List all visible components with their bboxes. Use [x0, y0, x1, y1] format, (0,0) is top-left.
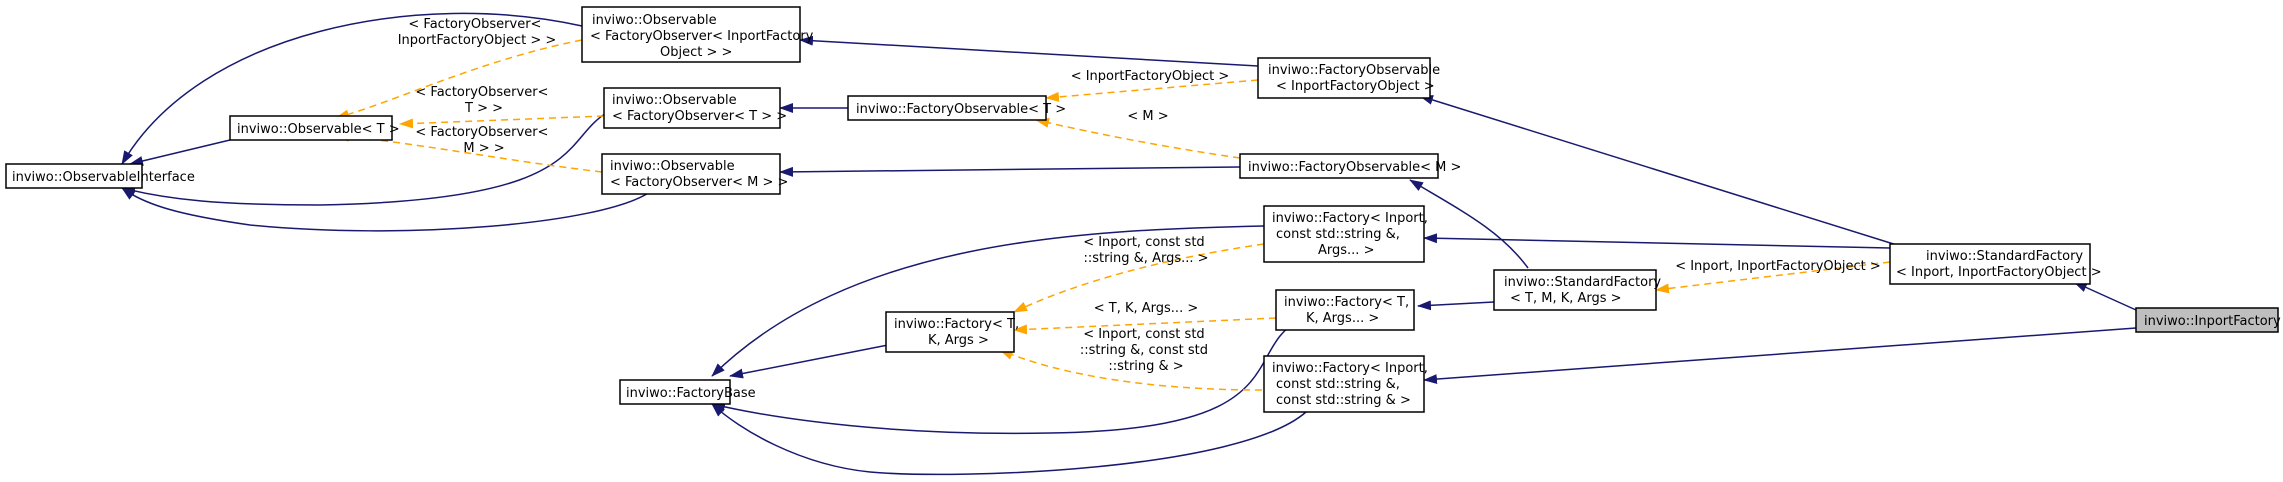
- node-standard-factory-inport[interactable]: inviwo::StandardFactory < Inport, Inport…: [1889, 243, 2102, 285]
- node-factory-observable-M[interactable]: inviwo::FactoryObservable< M >: [1239, 153, 1461, 179]
- node-observable-T[interactable]: inviwo::Observable< T >: [229, 115, 400, 141]
- svg-text:inviwo::Observable< T >: inviwo::Observable< T >: [237, 122, 400, 137]
- svg-text:inviwo::Factory< T, K,: inviwo::Factory< T, K, Args >: [894, 317, 1023, 348]
- edge-factory-TKArgs-to-factory-inport-args: [1013, 243, 1265, 313]
- node-factory-T-K-Args[interactable]: inviwo::Factory< T, K, Args >: [885, 311, 1023, 353]
- edge-inport-factory-to-factory-strings: [1423, 327, 2137, 385]
- edge-labels: < FactoryObserver< InportFactoryObject >…: [398, 17, 1881, 374]
- svg-text:inviwo::StandardFactory: inviwo::StandardFactory < Inport, Inport…: [1896, 249, 2102, 280]
- svg-text:inviwo::Factory< Inport,: inviwo::Factory< Inport, const std::stri…: [1272, 361, 1432, 408]
- edge-label-fo-M: < FactoryObserver< M > >: [415, 125, 552, 156]
- edge-fo-T-to-fo-M: [1035, 118, 1241, 159]
- edge-label-inport-strings: < Inport, const std ::string &, const st…: [1080, 327, 1212, 374]
- edge-observable-T-to-interface: [129, 139, 231, 166]
- svg-text:inviwo::FactoryBase: inviwo::FactoryBase: [626, 386, 756, 401]
- edge-observable-fo-T-to-interface: [121, 111, 609, 206]
- edge-observable-T-to-observable-inport: [335, 39, 583, 120]
- svg-text:inviwo::Factory< T, K,: inviwo::Factory< T, K, Args... >: [1284, 295, 1413, 326]
- edge-observable-T-to-observable-fo-T: [399, 115, 605, 129]
- edge-label-m: < M >: [1127, 109, 1168, 124]
- svg-text:inviwo::FactoryObservable< T >: inviwo::FactoryObservable< T >: [856, 102, 1066, 117]
- edges: [121, 12, 2137, 476]
- node-factory-inport-args[interactable]: inviwo::Factory< Inport, const std::stri…: [1263, 205, 1432, 263]
- edge-factory-inport-args-to-base: [711, 225, 1265, 377]
- edge-factory-strings-to-base: [711, 403, 1307, 476]
- svg-text:inviwo::Observable < F: inviwo::Observable < FactoryObserver< T …: [612, 93, 787, 124]
- svg-text:inviwo::Observable < F: inviwo::Observable < FactoryObserver< In…: [590, 13, 818, 60]
- edge-observable-inport-obj-to-interface: [121, 12, 583, 165]
- edge-label-inport-args: < Inport, const std ::string &, Args... …: [1083, 235, 1209, 266]
- edge-factory-TKArgs-to-factory-TK-dots: [1013, 317, 1277, 335]
- node-factory-base[interactable]: inviwo::FactoryBase: [619, 379, 756, 405]
- node-observable-interface[interactable]: inviwo::ObservableInterface: [5, 163, 195, 189]
- node-observable-factory-observer-M[interactable]: inviwo::Observable < FactoryObserver< M …: [601, 153, 788, 195]
- svg-text:inviwo::InportFactory: inviwo::InportFactory: [2144, 314, 2281, 329]
- edge-sf-inport-to-fo-inport: [1419, 95, 1901, 247]
- svg-text:inviwo::FactoryObservable: inviwo::FactoryObservable < InportFactor…: [1268, 63, 1444, 94]
- svg-text:inviwo::StandardFactory: inviwo::StandardFactory < T, M, K, Args …: [1504, 275, 1665, 306]
- edge-sf-TMK-to-fo-M: [1409, 179, 1529, 269]
- edge-label-tk-args: < T, K, Args... >: [1094, 301, 1198, 316]
- edge-sf-TMK-to-factory-TK-dots: [1417, 300, 1495, 311]
- edge-factory-TKArgs-to-base: [729, 344, 889, 379]
- node-inport-factory[interactable]: inviwo::InportFactory: [2135, 307, 2281, 333]
- node-factory-observable-inport[interactable]: inviwo::FactoryObservable < InportFactor…: [1257, 57, 1444, 99]
- edge-label-inport-factory-object: < InportFactoryObject >: [1071, 69, 1230, 84]
- nodes: inviwo::ObservableInterface inviwo::Obse…: [5, 6, 2281, 413]
- edge-label-inport-inport-factory-object: < Inport, InportFactoryObject >: [1675, 259, 1881, 274]
- node-observable-factory-observer-T[interactable]: inviwo::Observable < FactoryObserver< T …: [603, 87, 787, 129]
- edge-sf-TMK-to-sf-inport: [1655, 261, 1891, 294]
- node-factory-inport-strings[interactable]: inviwo::Factory< Inport, const std::stri…: [1263, 355, 1432, 413]
- node-observable-inport-factory-object[interactable]: inviwo::Observable < FactoryObserver< In…: [581, 6, 818, 63]
- edge-label-fo-inport-obj: < FactoryObserver< InportFactoryObject >…: [398, 17, 557, 48]
- edge-factory-TKArgs-to-factory-strings: [999, 349, 1263, 391]
- edge-sf-inport-to-factory-inport-args: [1423, 233, 1891, 249]
- svg-text:inviwo::Observable < F: inviwo::Observable < FactoryObserver< M …: [610, 159, 788, 190]
- svg-text:inviwo::Factory< Inport,: inviwo::Factory< Inport, const std::stri…: [1272, 211, 1432, 258]
- edge-inport-factory-to-sf-inport: [2073, 281, 2137, 311]
- svg-text:inviwo::ObservableInterface: inviwo::ObservableInterface: [12, 170, 195, 185]
- edge-observable-fo-M-to-interface: [121, 187, 651, 232]
- node-factory-observable-T[interactable]: inviwo::FactoryObservable< T >: [847, 95, 1066, 121]
- node-factory-T-K-Args-dots[interactable]: inviwo::Factory< T, K, Args... >: [1275, 289, 1415, 331]
- edge-fo-M-to-observable: [779, 166, 1241, 177]
- node-standard-factory-T-M-K-Args[interactable]: inviwo::StandardFactory < T, M, K, Args …: [1493, 269, 1665, 311]
- edge-label-fo-T: < FactoryObserver< T > >: [415, 85, 552, 116]
- edge-fo-inport-to-observable: [799, 35, 1259, 67]
- svg-text:inviwo::FactoryObservable< M >: inviwo::FactoryObservable< M >: [1248, 160, 1461, 175]
